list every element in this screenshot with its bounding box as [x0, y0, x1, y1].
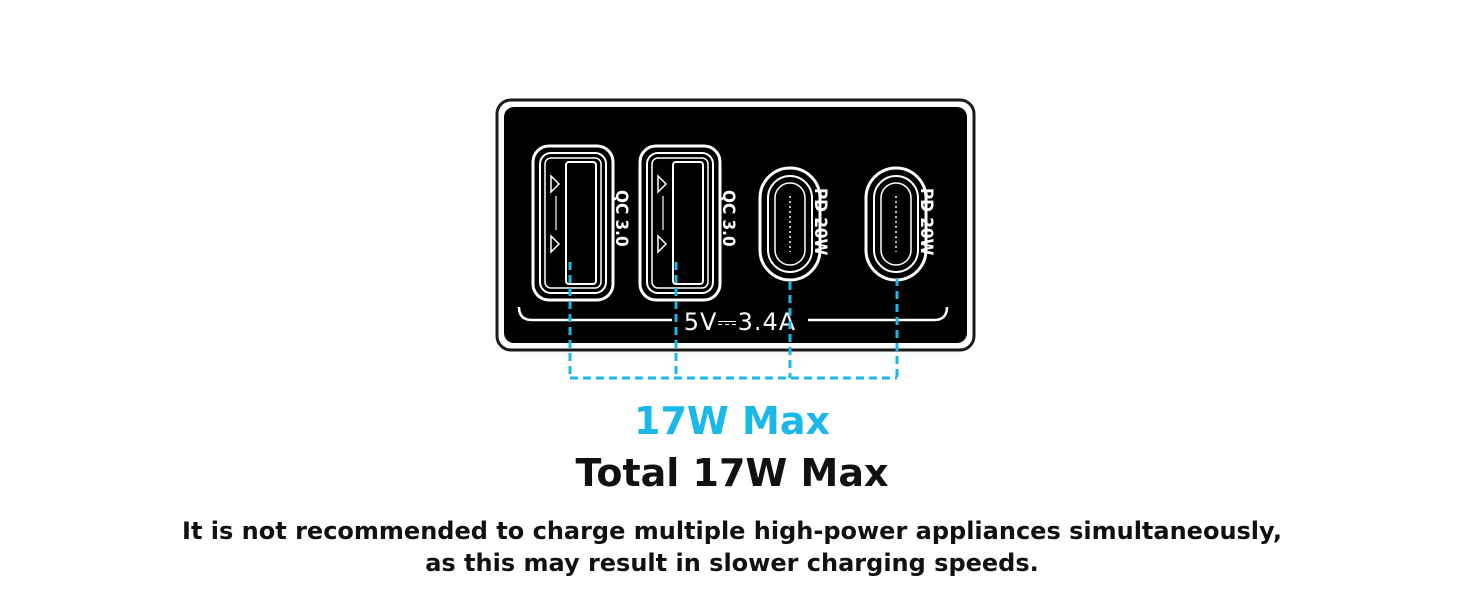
- charging-note: It is not recommended to charge multiple…: [0, 515, 1464, 579]
- port-label-usb-a-1: QC 3.0: [611, 190, 631, 247]
- shared-power-connector: [568, 262, 899, 380]
- port-label-usb-a-2: QC 3.0: [718, 190, 738, 247]
- port-label-usb-c-1: PD 20W: [810, 188, 830, 256]
- bracket-right: [808, 306, 949, 322]
- charging-note-line-2: as this may result in slower charging sp…: [425, 549, 1039, 577]
- usb-c-port-1[interactable]: [758, 166, 822, 282]
- device-face: [504, 107, 967, 343]
- total-max-power-label: Total 17W Max: [575, 451, 889, 495]
- port-label-usb-c-2: PD 20W: [916, 188, 936, 256]
- bracket-left: [517, 306, 672, 322]
- usb-a-port-1[interactable]: [531, 144, 615, 302]
- output-spec-label: 5V⎓3.4A: [684, 308, 796, 336]
- shared-max-power-label: 17W Max: [634, 399, 830, 443]
- charging-note-line-1: It is not recommended to charge multiple…: [182, 517, 1282, 545]
- usb-a-port-2[interactable]: [638, 144, 722, 302]
